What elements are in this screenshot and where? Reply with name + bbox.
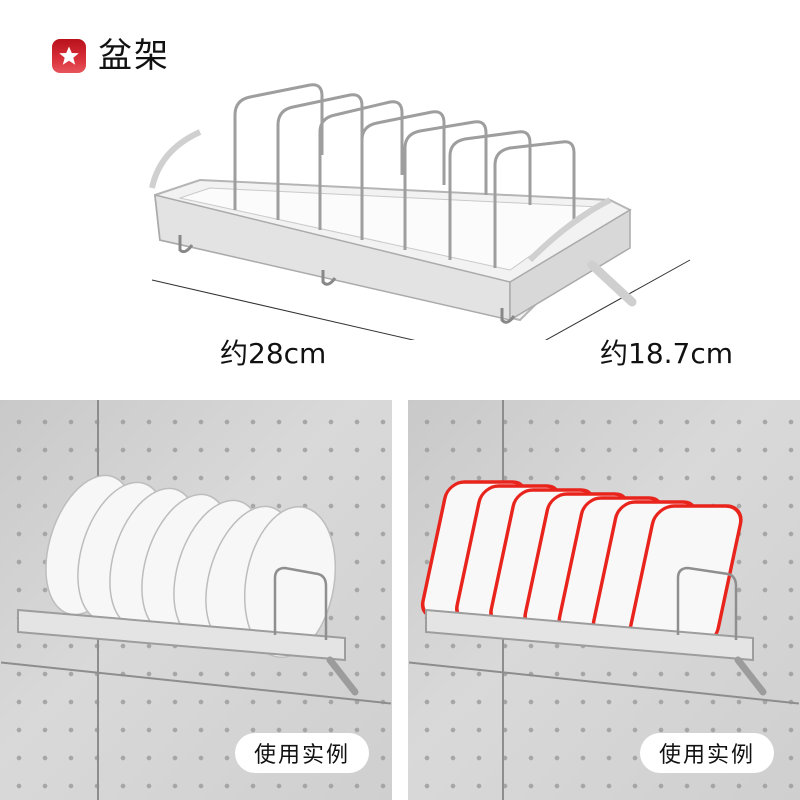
page-title: 盆架: [98, 36, 170, 76]
dimension-width: 约18.7cm: [600, 337, 734, 370]
usage-example-square-plates: 使用实例: [408, 400, 800, 800]
usage-example-label: 使用实例: [640, 733, 774, 773]
usage-example-round-plates: 使用实例: [0, 400, 392, 800]
dimension-length: 约28cm: [220, 337, 327, 370]
rack-with-round-plates-image: [17, 474, 359, 696]
usage-example-label: 使用实例: [235, 733, 369, 773]
star-icon: [59, 46, 79, 65]
rack-with-square-plates-image: [420, 480, 767, 696]
star-badge: [52, 39, 86, 73]
header: 盆架: [52, 36, 170, 76]
dish-rack-product-image: [149, 83, 691, 340]
